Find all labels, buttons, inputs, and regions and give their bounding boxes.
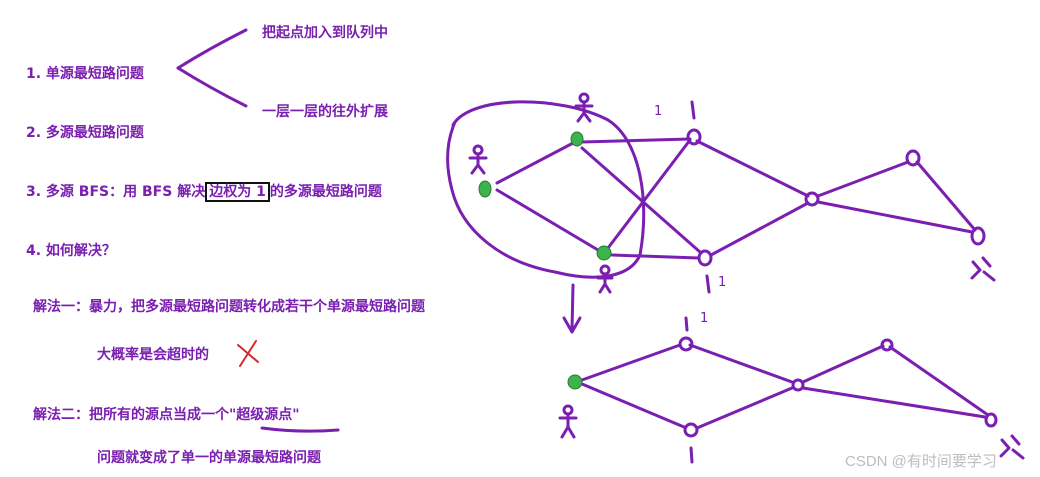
edge-f-g — [816, 160, 910, 198]
tick-bottom-2 — [689, 446, 694, 464]
node-label-3: 1 — [700, 311, 708, 326]
item-4-how: 4. 如何解决？ — [26, 243, 116, 259]
node-d — [686, 128, 702, 146]
branch-expand-layers: 一层一层的往外扩展 — [262, 104, 388, 120]
solution-1-note: 大概率是会超时的 — [97, 347, 209, 363]
edge-g-h — [915, 160, 977, 232]
person-icon-bottom — [596, 264, 614, 294]
source-node-c — [596, 245, 612, 261]
end-mark-icon-bottom — [999, 434, 1025, 460]
node-t — [880, 338, 894, 352]
edge-weight-box: 边权为 1 — [205, 182, 270, 202]
edge-f-h — [816, 200, 974, 234]
solution-2: 解法二：把所有的源点当成一个"超级源点" — [33, 404, 300, 424]
node-q — [683, 422, 699, 438]
edge-p-r — [688, 343, 794, 384]
cross-icon — [237, 340, 259, 367]
node-p — [678, 336, 694, 352]
super-source-term: "超级源点" — [229, 407, 300, 423]
source-node-b — [570, 131, 584, 147]
super-source-node — [567, 374, 583, 390]
node-f — [804, 191, 820, 207]
source-group-loop — [446, 100, 646, 279]
person-icon-top — [574, 92, 594, 123]
node-e — [697, 249, 713, 267]
edge-t-u — [888, 345, 990, 417]
edge-r-t — [801, 344, 885, 384]
edge-c-e — [610, 253, 700, 260]
solution-1: 解法一：暴力，把多源最短路问题转化成若干个单源最短路问题 — [33, 299, 425, 315]
edge-c-d — [603, 138, 692, 254]
edge-d-f — [695, 139, 810, 198]
edge-b-d — [580, 137, 692, 144]
edge-a-b — [495, 140, 577, 185]
solution-2-result: 问题就变成了单一的单源最短路问题 — [97, 450, 321, 466]
down-arrow — [562, 283, 582, 334]
watermark: CSDN @有时间要学习 — [845, 453, 997, 470]
person-icon-super-source — [558, 404, 578, 439]
item-2-multi-source: 2. 多源最短路问题 — [26, 125, 144, 141]
edge-q-r — [695, 386, 794, 430]
node-h — [970, 226, 986, 246]
super-source-underline — [260, 426, 340, 433]
tick-top-1 — [690, 100, 696, 120]
end-mark-icon-top — [970, 256, 996, 282]
tick-top-2 — [705, 274, 711, 294]
branch-enqueue-start: 把起点加入到队列中 — [262, 25, 388, 41]
edge-s-q — [580, 382, 686, 429]
brace-line-lower — [176, 66, 248, 108]
node-u — [984, 412, 998, 428]
source-node-a — [478, 180, 492, 198]
edge-a-c — [495, 188, 600, 252]
person-icon-left — [468, 144, 488, 175]
edge-s-p — [580, 343, 682, 382]
node-label-1: 1 — [654, 104, 662, 119]
tick-bottom-1 — [684, 316, 689, 332]
brace-line-upper — [176, 28, 248, 70]
item-1-single-source: 1. 单源最短路问题 — [26, 66, 144, 82]
node-label-2: 1 — [718, 275, 726, 290]
edge-e-f — [709, 201, 810, 257]
item-3-suffix: 的多源最短路问题 — [269, 184, 382, 200]
node-r — [791, 378, 805, 392]
solution-2-prefix: 解法二：把所有的源点当成一个 — [33, 407, 229, 423]
node-g — [905, 149, 921, 167]
item-3-prefix: 3. 多源 BFS：用 BFS 解决 — [26, 184, 206, 200]
edge-b-e — [580, 146, 702, 254]
edge-r-u — [801, 386, 987, 419]
